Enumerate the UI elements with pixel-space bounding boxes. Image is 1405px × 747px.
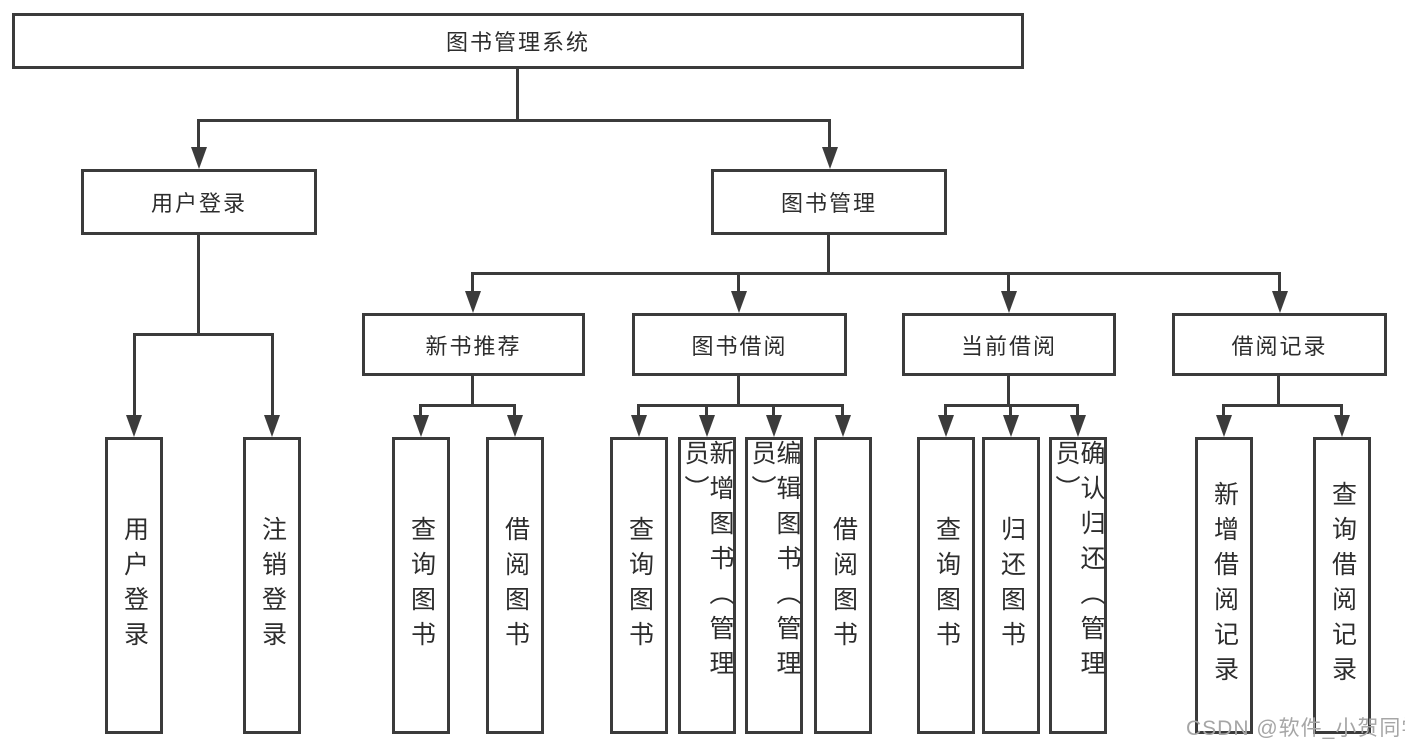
leaf-borrow-books-newrec: 借阅图书 [486,437,544,734]
connector-stem-leaf-user-login [133,333,136,417]
connector-new-books-branch [419,404,516,407]
leaf-query-books-borrow: 查询图书 [610,437,668,734]
arrowhead-down-icon [699,415,715,437]
connector-root-trunk [516,69,519,120]
arrowhead-down-icon [1070,415,1086,437]
csdn-watermark: CSDN @软件_小贺同学 [1186,717,1405,740]
connector-stem [1340,404,1343,416]
connector-user-login-trunk [197,234,200,335]
connector-book-borrow-branch [637,404,844,407]
leaf-query-books-newrec: 查询图书 [392,437,450,734]
node-current-borrow: 当前借阅 [902,313,1116,376]
leaf-add-borrow-record: 新增借阅记录 [1195,437,1253,734]
arrowhead-down-icon [766,415,782,437]
leaf-query-books-current: 查询图书 [917,437,975,734]
connector-user-login-branch [133,333,274,336]
arrowhead-down-icon [264,415,280,437]
connector-book-management-trunk [827,234,830,274]
leaf-borrow-books-borrow: 借阅图书 [814,437,872,734]
connector-borrow-records-trunk [1277,375,1280,406]
connector-borrow-records-branch [1222,404,1343,407]
connector-stem [1222,404,1225,416]
connector-current-borrow-trunk [1007,375,1010,406]
arrowhead-down-icon [1003,415,1019,437]
connector-stem [944,404,947,416]
leaf-logout-login: 注销登录 [243,437,301,734]
connector-stem [705,404,708,416]
arrowhead-down-icon [1272,291,1288,313]
node-new-book-recommend: 新书推荐 [362,313,585,376]
node-book-borrow: 图书借阅 [632,313,847,376]
leaf-add-book-admin: 新增图书（管理员） [678,437,736,734]
arrowhead-down-icon [631,415,647,437]
arrowhead-down-icon [938,415,954,437]
connector-stem-book-borrow [737,272,740,294]
connector-stem [513,404,516,416]
connector-stem-new-books [471,272,474,294]
arrowhead-down-icon [507,415,523,437]
connector-stem-borrow-records [1278,272,1281,294]
node-borrow-records: 借阅记录 [1172,313,1387,376]
leaf-edit-book-admin: 编辑图书（管理员） [745,437,803,734]
leaf-user-login: 用户登录 [105,437,163,734]
node-user-login: 用户登录 [81,169,317,235]
leaf-return-books: 归还图书 [982,437,1040,734]
connector-stem-book-management [828,119,831,149]
arrowhead-down-icon [1001,291,1017,313]
connector-stem [419,404,422,416]
arrowhead-down-icon [835,415,851,437]
connector-book-borrow-trunk [737,375,740,406]
leaf-query-borrow-record: 查询借阅记录 [1313,437,1371,734]
arrowhead-down-icon [1216,415,1232,437]
connector-book-management-branch [471,272,1281,275]
node-book-management: 图书管理 [711,169,947,235]
connector-stem [1076,404,1079,416]
node-root-library-system: 图书管理系统 [12,13,1024,69]
arrowhead-down-icon [413,415,429,437]
connector-stem [841,404,844,416]
connector-stem [637,404,640,416]
arrowhead-down-icon [126,415,142,437]
connector-stem-leaf-logout [271,333,274,417]
connector-stem-current-borrow [1007,272,1010,294]
arrowhead-down-icon [191,147,207,169]
connector-root-branch [197,119,831,122]
leaf-confirm-return-admin: 确认归还（管理员） [1049,437,1107,734]
arrowhead-down-icon [465,291,481,313]
connector-new-books-trunk [471,375,474,406]
arrowhead-down-icon [731,291,747,313]
arrowhead-down-icon [1334,415,1350,437]
arrowhead-down-icon [822,147,838,169]
connector-stem-user-login [197,119,200,149]
connector-stem [772,404,775,416]
connector-stem [1009,404,1012,416]
